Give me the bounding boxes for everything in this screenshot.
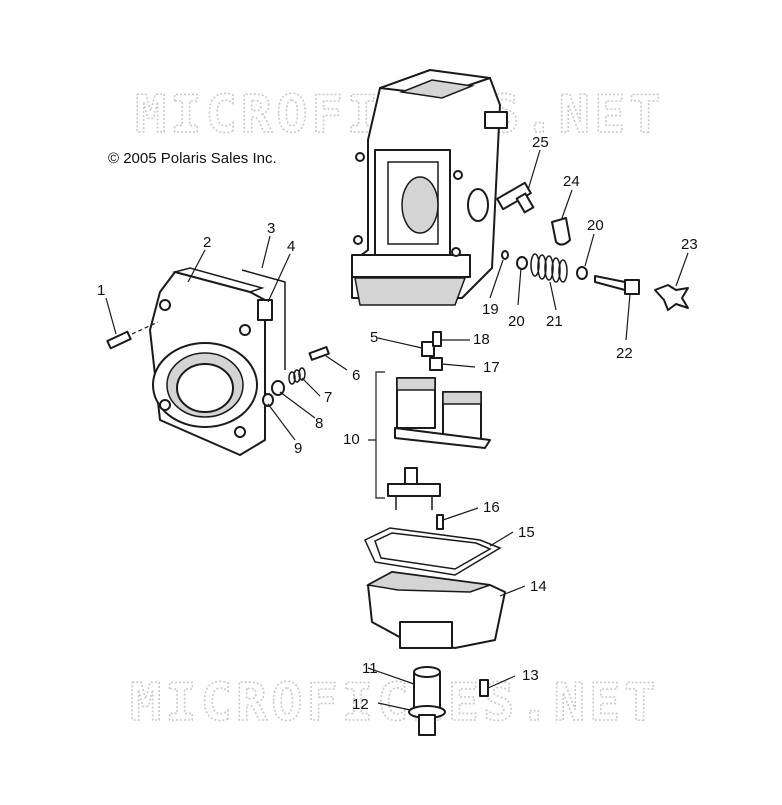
callout-6: 6	[352, 367, 360, 384]
part-1-screw	[106, 321, 159, 350]
callout-5: 5	[370, 329, 378, 346]
part-10-floats	[394, 377, 491, 449]
carburetor-body	[351, 69, 508, 306]
callout-15: 15	[518, 524, 535, 541]
callout-8: 8	[315, 415, 323, 432]
watermark-bottom: MICROFICHES.NET	[130, 673, 660, 733]
part-6-screw	[308, 346, 330, 361]
callout-24: 24	[563, 173, 580, 190]
part-10-float-pivot	[387, 467, 441, 510]
callout-3: 3	[267, 220, 275, 237]
part-11-12-drain	[408, 666, 446, 736]
callout-16: 16	[483, 499, 500, 516]
callout-18: 18	[473, 331, 490, 348]
callout-14: 14	[530, 578, 547, 595]
part-13-screw	[479, 679, 489, 697]
part-5-jet	[421, 341, 435, 357]
callout-2: 2	[203, 234, 211, 251]
part-16-screw	[436, 514, 444, 530]
callout-20-b: 20	[587, 217, 604, 234]
part-9-oring	[262, 393, 274, 407]
part-7-spring	[288, 367, 306, 385]
part-2-adaptor	[149, 267, 266, 456]
part-4-pin	[257, 299, 273, 321]
part-24-cap	[551, 217, 571, 246]
part-15-gasket-inner	[374, 532, 492, 570]
part-19-oring	[501, 250, 509, 260]
callout-7: 7	[324, 389, 332, 406]
copyright-notice: © 2005 Polaris Sales Inc.	[108, 150, 277, 167]
part-21-spring	[530, 253, 568, 283]
callout-20-a: 20	[508, 313, 525, 330]
part-10-bracket	[368, 371, 385, 499]
part-18-jet	[432, 331, 442, 347]
callout-9: 9	[294, 440, 302, 457]
part-3-wire	[241, 269, 286, 370]
part-14-float-bowl	[365, 571, 506, 649]
callout-1: 1	[97, 282, 105, 299]
part-22-pilot-screw	[594, 275, 640, 295]
callout-12: 12	[352, 696, 369, 713]
callout-10: 10	[343, 431, 360, 448]
callout-23: 23	[681, 236, 698, 253]
part-17-jet	[429, 357, 443, 371]
leader-lines	[105, 149, 689, 711]
callout-13: 13	[522, 667, 539, 684]
part-8-washer	[271, 380, 285, 396]
callout-25: 25	[532, 134, 549, 151]
callout-21: 21	[546, 313, 563, 330]
callout-17: 17	[483, 359, 500, 376]
part-23-knob	[654, 284, 689, 311]
callout-19: 19	[482, 301, 499, 318]
callout-labels: 1 2 3 4 5 6 7 8 9 10 11 12 13 14 15 16 1…	[97, 134, 698, 713]
callout-4: 4	[287, 238, 295, 255]
callout-22: 22	[616, 345, 633, 362]
part-20-washer-b	[576, 266, 588, 280]
part-20-washer-a	[516, 256, 528, 270]
callout-11: 11	[362, 660, 378, 677]
part-15-gasket	[364, 527, 502, 576]
part-25-fitting	[496, 181, 535, 214]
